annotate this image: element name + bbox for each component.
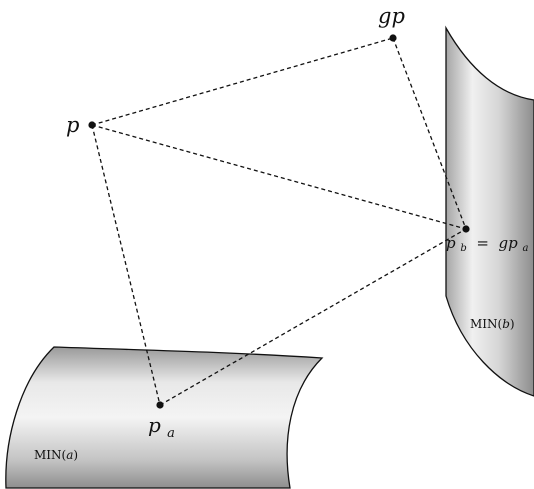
surface-min-a <box>5 346 324 489</box>
edge-pa-pb <box>159 228 467 406</box>
surface-min-b <box>445 25 534 397</box>
dashed-connections <box>91 37 467 406</box>
label-pb-gp: gp <box>498 234 518 252</box>
label-min-a-suffix: ) <box>73 448 78 462</box>
label-pb: p b = gp a <box>446 234 528 255</box>
point-p <box>88 121 96 129</box>
label-pa-base: p <box>148 413 161 437</box>
label-min-b: MIN(b) <box>470 317 515 331</box>
label-min-b-prefix: MIN( <box>470 317 502 331</box>
edge-p-gp <box>91 37 394 126</box>
label-min-b-arg: b <box>502 317 510 331</box>
label-pb-base: p <box>446 234 456 252</box>
label-min-b-suffix: ) <box>510 317 515 331</box>
label-pa: p a <box>148 413 175 441</box>
point-pa <box>156 401 164 409</box>
label-min-a-prefix: MIN( <box>34 448 66 462</box>
edge-p-pa <box>91 124 161 406</box>
point-gp <box>389 34 397 42</box>
label-pa-sub: a <box>167 426 175 441</box>
label-pb-gp-sub: a <box>522 243 528 254</box>
edge-gp-pb <box>392 37 467 230</box>
label-pb-sub: b <box>460 243 466 254</box>
edge-p-pb <box>91 124 467 230</box>
point-pb <box>462 225 470 233</box>
label-pb-eq: = <box>472 234 494 252</box>
label-min-a-arg: a <box>66 448 73 462</box>
label-gp: gp <box>378 4 405 28</box>
label-min-a: MIN(a) <box>34 448 78 462</box>
label-p: p <box>66 113 79 137</box>
